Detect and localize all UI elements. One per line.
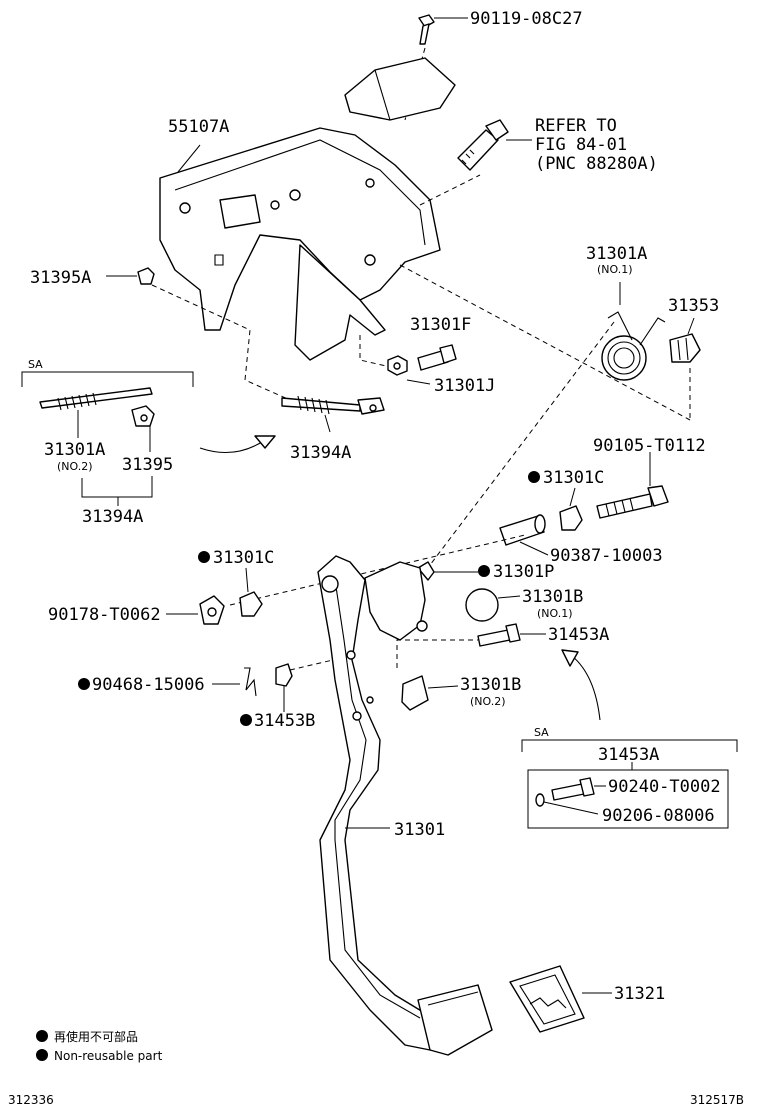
label-31395A: 31395A [30,268,91,288]
bolt-90119 [418,14,468,45]
non-reusable-dot [78,678,90,690]
label-31301B-no1-sub: (NO.1) [537,607,573,620]
guide-line [399,264,691,421]
arrow-to-31453A [571,655,601,721]
guide-line [151,284,291,401]
bushing-31453B [275,663,293,712]
pedal-arm-31301 [317,555,431,1051]
label-90468: 90468-15006 [92,675,205,695]
nut-90178 [166,595,225,625]
label-31301P: 31301P [493,562,554,582]
collar-90387 [499,514,549,556]
figure-code-right: 312517B [690,1093,744,1107]
label-90119: 90119-08C27 [470,9,583,29]
assembly-arrow [199,439,266,453]
label-31301A-sa-sub: (NO.2) [57,460,93,473]
assembly-arrowhead [254,435,276,449]
label-31301B-no1: 31301B [522,587,583,607]
guide-line [229,534,526,606]
label-31301: 31301 [394,820,445,840]
clip-31353 [669,317,701,363]
label-31453A: 31453A [548,625,609,645]
label-31321: 31321 [614,984,665,1004]
figure-code-left: 312336 [8,1093,54,1107]
label-55107A: 55107A [168,117,229,137]
label-31394A-sa: 31394A [82,507,143,527]
guide-line [429,321,615,566]
pad-cover-31321 [509,965,612,1033]
bolt-31453A [477,623,546,647]
label-31394A: 31394A [290,443,351,463]
label-90206: 90206-08006 [602,806,715,826]
leader-55107A [177,144,201,173]
sa-group-2 [521,739,738,829]
label-31301J: 31301J [434,376,495,396]
legend-en: Non-reusable part [54,1049,163,1063]
bolt-90105 [596,452,669,519]
label-90240: 90240-T0002 [608,777,721,797]
stopper-31301B-no1 [465,588,521,622]
pedal-pad [417,984,493,1056]
pin-90468 [212,667,257,697]
non-reusable-dot [528,471,540,483]
label-31301C-right: 31301C [543,468,604,488]
label-refer-1: REFER TO [535,116,617,136]
legend-dot-jp [36,1030,48,1042]
label-refer-3: (PNC 88280A) [535,154,658,174]
non-reusable-dot [198,551,210,563]
guide-line [396,639,478,668]
label-31301B-no2-sub: (NO.2) [470,695,506,708]
spring-31301A [601,282,666,381]
label-sa-1: SA [28,358,43,371]
label-31301B-no2: 31301B [460,675,521,695]
sa-group-1 [21,371,194,506]
guide-line [419,174,481,206]
clip-31301P [417,561,478,581]
rod-31394A [281,395,385,433]
cushion-31301B-no2 [401,675,459,711]
arrowhead-31453A [561,649,579,667]
label-31301A-top-sub: (NO.1) [597,263,633,276]
label-31453B: 31453B [254,711,315,731]
non-reusable-dot [240,714,252,726]
label-31301C-left: 31301C [213,548,274,568]
label-sa-2: SA [534,726,549,739]
bracket-55107A [159,127,441,361]
label-31301A-sa: 31301A [44,440,105,460]
label-31301F: 31301F [410,315,471,335]
legend-jp: 再使用不可部品 [54,1029,138,1044]
non-reusable-dot [478,565,490,577]
label-31395: 31395 [122,455,173,475]
label-90105: 90105-T0112 [593,436,706,456]
label-31453A-sa: 31453A [598,745,659,765]
bushing-31301C-right [559,487,583,531]
label-90387: 90387-10003 [550,546,663,566]
guide-line [359,335,396,369]
label-31353: 31353 [668,296,719,316]
bushing-31301C-left [239,567,263,617]
legend-dot-en [36,1049,48,1061]
clip-31395A [106,267,155,285]
label-31301A-top: 31301A [586,244,647,264]
guide-line [289,655,351,671]
bolt-31301F [417,344,457,371]
label-90178: 90178-T0062 [48,605,161,625]
top-plate [344,57,456,121]
stop-switch [457,119,532,171]
label-refer-2: FIG 84-01 [535,135,627,155]
nut-31301J [387,355,431,385]
